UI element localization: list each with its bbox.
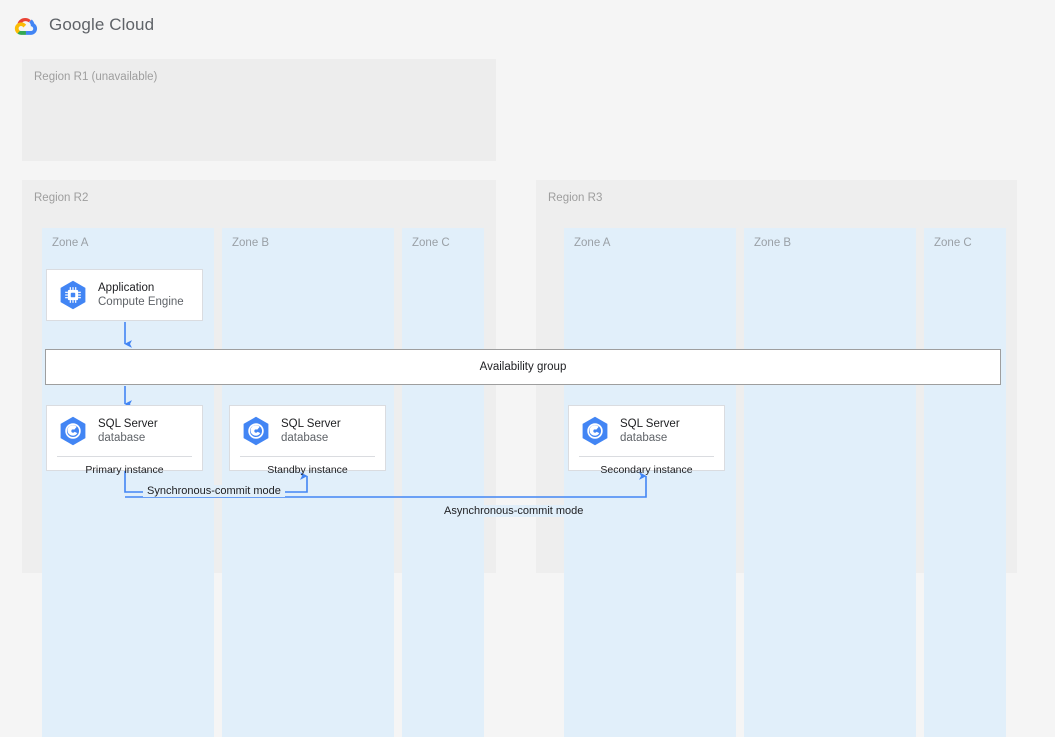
card-standby-content: SQL Server database (230, 406, 385, 456)
google-cloud-brand: Google Cloud (14, 12, 154, 38)
diagram-canvas: Google Cloud Region R1 (unavailable) Reg… (14, 12, 1006, 737)
brand-name: Google Cloud (49, 15, 155, 34)
card-secondary-footer: Secondary instance (600, 464, 693, 476)
sql-server-database-icon (60, 416, 86, 446)
region-r1: Region R1 (unavailable) (22, 59, 496, 161)
availability-group-bar: Availability group (45, 349, 1001, 385)
card-standby-instance[interactable]: SQL Server database Standby instance (229, 405, 386, 476)
compute-engine-icon (60, 280, 86, 310)
card-application-text: Application Compute Engine (98, 281, 184, 309)
card-secondary-instance[interactable]: SQL Server database Secondary instance (568, 405, 725, 476)
card-secondary-text: SQL Server database (620, 417, 680, 445)
availability-group-label: Availability group (479, 361, 567, 373)
zone-r2-a-label: Zone A (52, 237, 89, 249)
card-primary-instance[interactable]: SQL Server database Primary instance (46, 405, 203, 476)
zone-r3-c-label: Zone C (934, 237, 972, 249)
card-primary-text: SQL Server database (98, 417, 158, 445)
card-standby-footer: Standby instance (267, 464, 348, 476)
card-primary-title: SQL Server (98, 418, 158, 430)
zone-r3-b: Zone B (744, 228, 916, 737)
zone-r3-a-label: Zone A (574, 237, 611, 249)
zone-r3-c: Zone C (924, 228, 1006, 737)
region-r1-label: Region R1 (unavailable) (34, 71, 158, 83)
zone-r2-c: Zone C (402, 228, 484, 737)
zone-r3-b-label: Zone B (754, 237, 792, 249)
label-synchronous-commit-mode: Synchronous-commit mode (143, 485, 285, 497)
label-asynchronous-commit-mode: Asynchronous-commit mode (440, 505, 588, 517)
card-primary-subtitle: database (98, 432, 146, 444)
card-standby-title: SQL Server (281, 418, 341, 430)
sql-server-database-icon (582, 416, 608, 446)
card-primary-footer: Primary instance (85, 464, 164, 476)
region-r2-label: Region R2 (34, 192, 89, 204)
card-standby-text: SQL Server database (281, 417, 341, 445)
card-standby-divider (240, 456, 375, 457)
card-application[interactable]: Application Compute Engine (46, 269, 203, 321)
region-r3-label: Region R3 (548, 192, 603, 204)
card-application-subtitle: Compute Engine (98, 296, 184, 308)
google-cloud-logo-icon (14, 18, 38, 35)
card-primary-divider (57, 456, 192, 457)
zone-r2-b-label: Zone B (232, 237, 270, 249)
card-primary-content: SQL Server database (47, 406, 202, 456)
card-application-title: Application (98, 282, 155, 294)
card-secondary-title: SQL Server (620, 418, 680, 430)
card-secondary-divider (579, 456, 714, 457)
card-application-content: Application Compute Engine (47, 270, 202, 320)
zone-r2-c-label: Zone C (412, 237, 450, 249)
sql-server-database-icon (243, 416, 269, 446)
card-secondary-subtitle: database (620, 432, 668, 444)
card-secondary-content: SQL Server database (569, 406, 724, 456)
card-standby-subtitle: database (281, 432, 329, 444)
